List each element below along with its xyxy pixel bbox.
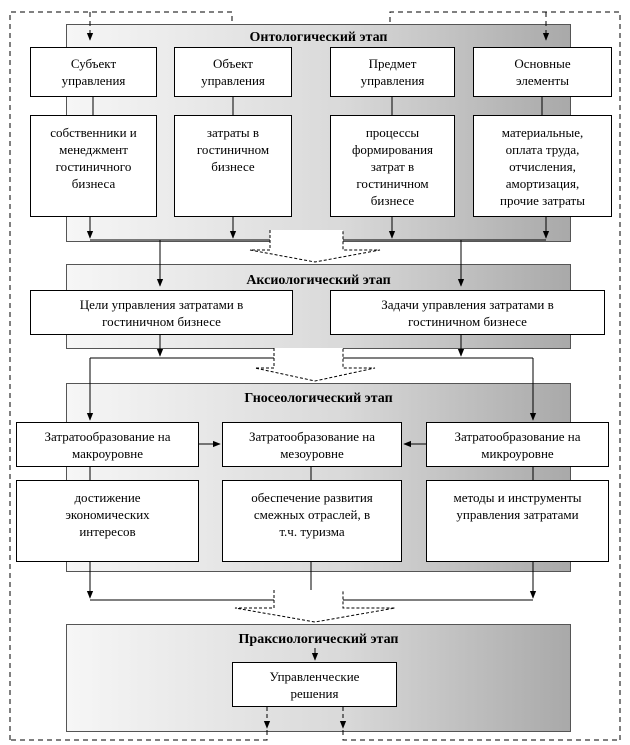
box-meso: Затратообразование на мезоуровне bbox=[222, 422, 402, 467]
box-macro-detail: достижение экономических интересов bbox=[16, 480, 199, 562]
box-subject: Субъект управления bbox=[30, 47, 157, 97]
stage-axiological-title: Аксиологический этап bbox=[246, 273, 391, 288]
stage-praxiological-title: Праксиологический этап bbox=[238, 632, 399, 647]
box-main-elements-detail: материальные, оплата труда, отчисления, … bbox=[473, 115, 612, 217]
box-micro-detail: методы и инструменты управления затратам… bbox=[426, 480, 609, 562]
stage-ontological-title: Онтологический этап bbox=[249, 30, 388, 45]
box-subject-detail: собственники и менеджмент гостиничного б… bbox=[30, 115, 157, 217]
box-subject-matter-detail: процессы формирования затрат в гостиничн… bbox=[330, 115, 455, 217]
box-object: Объект управления bbox=[174, 47, 292, 97]
stage-gnoseological-title: Гносеологический этап bbox=[244, 391, 393, 406]
box-meso-detail: обеспечение развития смежных отраслей, в… bbox=[222, 480, 402, 562]
dashed-feedback-lines bbox=[9, 11, 621, 741]
box-tasks: Задачи управления затратами в гостинично… bbox=[330, 290, 605, 335]
gnoseological-connectors bbox=[86, 440, 537, 601]
box-goals: Цели управления затратами в гостиничном … bbox=[30, 290, 293, 335]
box-decisions: Управленческие решения bbox=[232, 662, 397, 707]
box-subject-matter: Предмет управления bbox=[330, 47, 455, 97]
hollow-arrow-3 bbox=[234, 590, 396, 623]
box-main-elements: Основные элементы bbox=[473, 47, 612, 97]
praxiological-connectors bbox=[263, 648, 347, 729]
hollow-arrow-2 bbox=[254, 348, 376, 382]
hollow-arrow-1 bbox=[249, 230, 381, 263]
box-micro: Затратообразование на микроуровне bbox=[426, 422, 609, 467]
box-object-detail: затраты в гостиничном бизнесе bbox=[174, 115, 292, 217]
box-macro: Затратообразование на макроуровне bbox=[16, 422, 199, 467]
